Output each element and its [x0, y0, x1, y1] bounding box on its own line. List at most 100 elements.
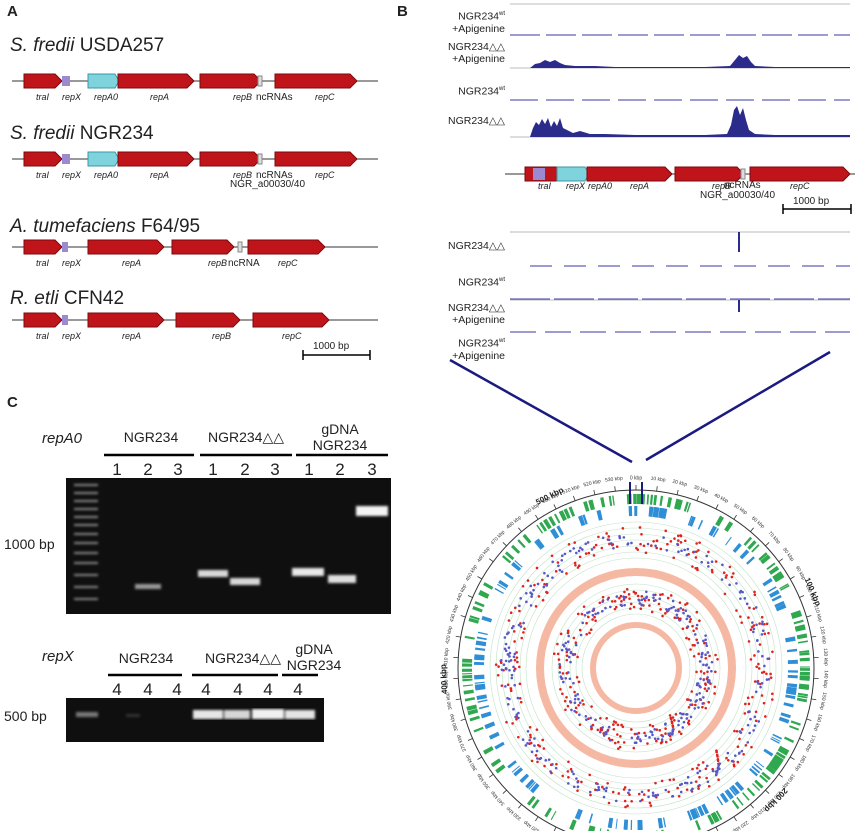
read-dot-red — [664, 740, 668, 744]
track-label: NGR234wt — [458, 276, 505, 289]
read-dot-red — [705, 689, 709, 693]
tick-label: 130 kbp — [822, 648, 829, 666]
gene-block-reverse — [550, 528, 558, 540]
read-dot-red — [624, 805, 627, 809]
gene-block-reverse — [753, 763, 763, 771]
read-dot-red — [655, 539, 659, 542]
read-dot-purple — [596, 788, 599, 792]
read-dot-red — [587, 551, 591, 555]
read-dot-purple — [678, 711, 682, 715]
marker-label-1000: 1000 bp — [4, 536, 55, 552]
read-dot-purple — [500, 668, 504, 672]
gene-block-reverse — [751, 765, 761, 774]
gene-block-reverse — [734, 781, 745, 792]
read-dot-purple — [558, 671, 562, 674]
gel-group-underlines — [104, 453, 388, 457]
gene-map-svg — [12, 73, 378, 360]
gene-block-reverse — [513, 767, 524, 777]
gene-block-forward — [758, 552, 768, 561]
read-dot-purple — [620, 604, 624, 607]
read-dot-red — [589, 793, 592, 797]
gene-label: repC — [282, 331, 302, 341]
tick-label: 520 kbp — [583, 478, 602, 488]
gene-block-reverse — [552, 528, 560, 539]
read-dot-red — [674, 713, 678, 716]
read-dot-purple — [695, 623, 699, 627]
gene-block-reverse — [514, 560, 523, 568]
gene-block-reverse — [556, 525, 564, 536]
read-dot-red — [691, 565, 694, 568]
read-dot-purple — [639, 799, 642, 803]
read-dot-red — [629, 602, 633, 606]
read-dot-purple — [652, 593, 655, 597]
read-dot-red — [506, 683, 510, 686]
read-dot-red — [555, 762, 558, 766]
read-dot-purple — [560, 570, 564, 574]
tick-mark — [553, 504, 557, 510]
read-dot-purple — [515, 713, 519, 716]
gene-block-reverse — [485, 723, 496, 730]
read-dot-red — [666, 542, 669, 546]
gel-band — [224, 710, 250, 719]
read-dot-red — [499, 661, 503, 665]
read-dot-red — [580, 780, 583, 784]
read-dot-red — [679, 732, 683, 736]
track-label: NGR234△△+Apigenine — [447, 41, 505, 65]
read-dot-red — [496, 673, 500, 677]
read-dot-purple — [572, 653, 575, 657]
gene-label: repA0 — [94, 170, 119, 180]
read-dot-purple — [588, 790, 592, 794]
gel-band — [193, 710, 223, 719]
gene-block-reverse — [650, 506, 654, 517]
read-dot-purple — [602, 734, 606, 737]
gene-block-forward — [765, 765, 776, 775]
tick-label: 510 kbp — [562, 484, 581, 496]
read-dot-purple — [579, 633, 583, 637]
read-dot-purple — [504, 659, 508, 663]
tick-label: 410 kbp — [443, 648, 450, 666]
tick-label: 10 kbp — [650, 476, 666, 484]
tick-label: 370 kbp — [455, 734, 468, 753]
gene-block-forward — [754, 780, 763, 789]
read-dot-red — [679, 541, 683, 544]
gene-label: traI — [36, 170, 50, 180]
read-dot-purple — [597, 785, 600, 789]
lane-number: 4 — [172, 680, 182, 699]
read-dot-red — [610, 738, 614, 742]
read-dot-purple — [705, 554, 708, 558]
tick-mark — [789, 576, 795, 580]
read-dot-red — [566, 704, 570, 708]
read-dot-purple — [670, 606, 673, 610]
gel-band — [135, 584, 161, 589]
read-dot-purple — [746, 741, 750, 744]
gene-block-reverse — [511, 561, 522, 572]
read-dot-red — [647, 598, 651, 602]
read-dot-purple — [700, 560, 703, 564]
gene-block-forward — [550, 810, 557, 821]
read-dot-purple — [679, 606, 683, 610]
read-dot-purple — [686, 775, 690, 779]
read-dot-red — [497, 665, 500, 668]
read-dot-red — [564, 708, 567, 712]
read-dot-red — [554, 570, 558, 573]
read-dot-purple — [605, 786, 608, 790]
read-dot-purple — [577, 549, 581, 553]
species-title-3: A. tumefaciens F64/95 — [10, 216, 201, 237]
read-dot-red — [725, 574, 728, 577]
read-dot-purple — [642, 597, 646, 600]
read-dot-purple — [761, 629, 765, 632]
gene-block-forward — [467, 708, 479, 716]
read-dot-red — [703, 687, 707, 690]
tick-mark — [806, 615, 812, 618]
gene-block-reverse — [662, 817, 667, 828]
gene-block-forward — [799, 652, 810, 656]
tick-label: 480 kbp — [505, 515, 523, 531]
gel-image-repX — [66, 698, 324, 742]
tick-label: 360 kbp — [465, 753, 479, 772]
tick-mark — [467, 738, 473, 741]
read-dot-purple — [573, 697, 577, 701]
read-dot-purple — [682, 611, 685, 615]
gene-block-forward — [462, 673, 473, 675]
gene-block-forward — [599, 828, 602, 831]
read-dot-red — [695, 550, 698, 553]
